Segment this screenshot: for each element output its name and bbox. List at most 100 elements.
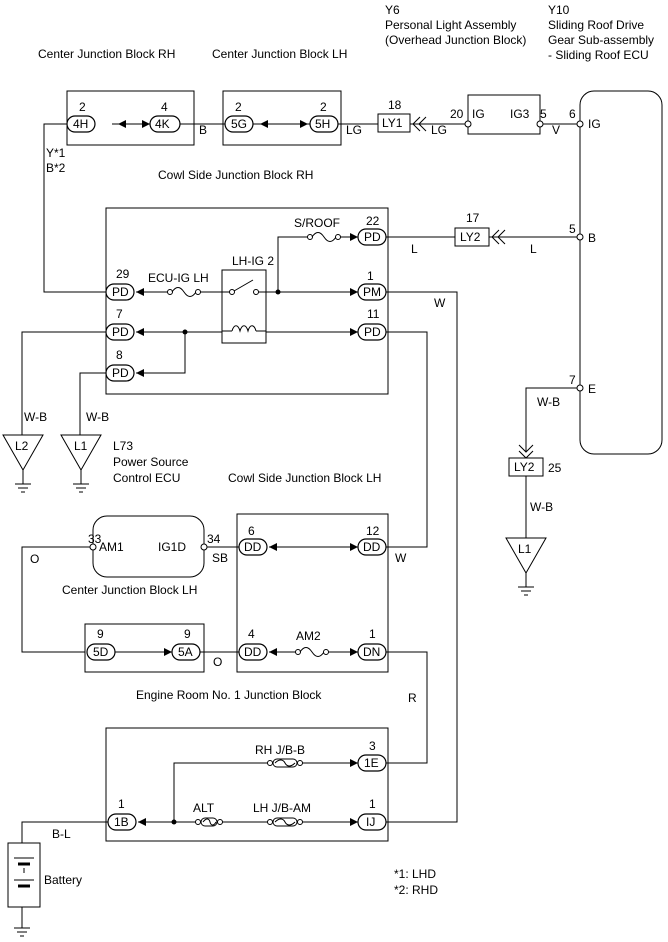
pin-7-e: 7 [569, 373, 576, 387]
pin-2: 2 [79, 100, 86, 114]
sliding-roof-label-2: Gear Sub-assembly [548, 33, 654, 47]
connector-pd-29 [105, 283, 135, 301]
terminal-am1: AM1 [99, 540, 124, 554]
wire-color-r: R [408, 691, 417, 705]
cowl-side-junction-block-lh-box [236, 513, 389, 673]
connector-dd-12 [357, 538, 387, 556]
l73-label-1: Power Source [113, 455, 189, 469]
wire-color-y1: Y*1 [46, 146, 66, 160]
junction-5d-5a-box [84, 623, 205, 673]
engine-room-junction-block-box [105, 727, 389, 842]
l73-label-2: Control ECU [113, 471, 180, 485]
connector-1e-label: 1E [364, 756, 379, 770]
note-lhd: *1: LHD [394, 867, 436, 881]
sliding-roof-label-1: Sliding Roof Drive [548, 18, 644, 32]
fuse-ecu-ig-lh-label: ECU-IG LH [148, 271, 209, 285]
wire-color-o-2: O [213, 655, 222, 669]
fuse-lh-jb-am-label: LH J/B-AM [253, 801, 311, 815]
sliding-roof-code: Y10 [548, 3, 570, 17]
wire-color-wb-e: W-B [537, 395, 560, 409]
pin-29: 29 [116, 267, 130, 281]
connector-dd-4-label: DD [244, 645, 262, 659]
terminal-e: E [588, 382, 596, 396]
pin-11: 11 [367, 307, 380, 321]
wire-color-b: B [199, 123, 207, 137]
terminal-b: B [588, 231, 596, 245]
pin-1-dn: 1 [369, 627, 376, 641]
center-junction-block-rh-label: Center Junction Block RH [38, 47, 175, 61]
terminal-ig: IG [472, 107, 485, 121]
pin-20: 20 [450, 107, 464, 121]
connector-dd-4 [238, 643, 268, 661]
cowl-side-junction-block-rh-label: Cowl Side Junction Block RH [158, 168, 313, 182]
connector-ly1 [377, 113, 411, 133]
ground-l1-right-label: L1 [518, 542, 532, 556]
pin-3-1e: 3 [369, 739, 376, 753]
center-junction-block-rh-box [66, 90, 195, 146]
note-rhd: *2: RHD [394, 883, 438, 897]
connector-pd-22-label: PD [364, 230, 381, 244]
connector-ly1-label: LY1 [382, 116, 403, 130]
pin-1-ij: 1 [369, 797, 376, 811]
fuse-alt-label: ALT [193, 801, 215, 815]
pin-6-dd: 6 [248, 524, 255, 538]
pin-4-dd: 4 [248, 627, 255, 641]
wire-color-w-pm: W [434, 296, 446, 310]
ground-l1-left-label: L1 [74, 439, 88, 453]
connector-1e [357, 754, 387, 772]
wire-color-l-1: L [411, 242, 418, 256]
personal-light-label-2: (Overhead Junction Block) [385, 33, 526, 47]
ground-l2-label: L2 [15, 439, 29, 453]
pin-2b: 2 [235, 100, 242, 114]
connector-dd-12-label: DD [363, 540, 381, 554]
pin-5-top: 5 [540, 107, 547, 121]
wire-color-o-1: O [30, 552, 39, 566]
connector-dd-6-label: DD [244, 540, 262, 554]
connector-5g-label: 5G [231, 117, 247, 131]
pin-8: 8 [116, 348, 123, 362]
engine-room-junction-block-label: Engine Room No. 1 Junction Block [136, 688, 322, 702]
l73-code: L73 [113, 439, 133, 453]
connector-5d-label: 5D [93, 645, 109, 659]
wire-color-l-2: L [530, 242, 537, 256]
center-junction-block-lh-label: Center Junction Block LH [212, 47, 347, 61]
pin-6: 6 [569, 107, 576, 121]
ground-l1-right [505, 537, 547, 575]
pin-5-b: 5 [569, 222, 576, 236]
terminal-ig3: IG3 [510, 107, 530, 121]
pin-7: 7 [116, 307, 123, 321]
pin-1-1b: 1 [118, 797, 125, 811]
fuse-rh-jb-b-label: RH J/B-B [255, 743, 305, 757]
connector-ij [357, 813, 387, 831]
wire-color-v: V [552, 123, 560, 137]
sliding-roof-label-3: - Sliding Roof ECU [548, 48, 649, 62]
relay-lh-ig2 [221, 269, 267, 344]
wire-color-b-l: B-L [52, 827, 71, 841]
terminal-ig-ecu: IG [588, 117, 601, 131]
wire-color-w-dd: W [395, 551, 407, 565]
personal-light-assembly [467, 94, 541, 135]
center-junction-block-lh-box [222, 90, 342, 146]
connector-pd-8-label: PD [112, 366, 129, 380]
connector-ly2-bottom-label: LY2 [514, 460, 535, 474]
connector-pm-label: PM [363, 285, 381, 299]
pin-4: 4 [161, 100, 168, 114]
fuse-am2-label: AM2 [296, 629, 321, 643]
connector-pd-29-label: PD [112, 285, 129, 299]
pin-22: 22 [366, 214, 380, 228]
cowl-side-junction-block-lh-label: Cowl Side Junction Block LH [228, 471, 381, 485]
connector-4k-label: 4K [155, 117, 170, 131]
battery-label: Battery [44, 873, 82, 887]
cowl-side-junction-block-rh-box [105, 207, 389, 395]
fuse-s-roof-label: S/ROOF [294, 216, 340, 230]
pin-9-5a: 9 [184, 627, 191, 641]
personal-light-label-1: Personal Light Assembly [385, 18, 516, 32]
connector-1b-label: 1B [114, 815, 129, 829]
connector-ly2-top-label: LY2 [460, 230, 481, 244]
wire-color-b2: B*2 [46, 161, 66, 175]
connector-pd-11-label: PD [364, 325, 381, 339]
connector-pd-7-label: PD [112, 325, 129, 339]
center-junction-block-lh-mid-label: Center Junction Block LH [62, 583, 197, 597]
